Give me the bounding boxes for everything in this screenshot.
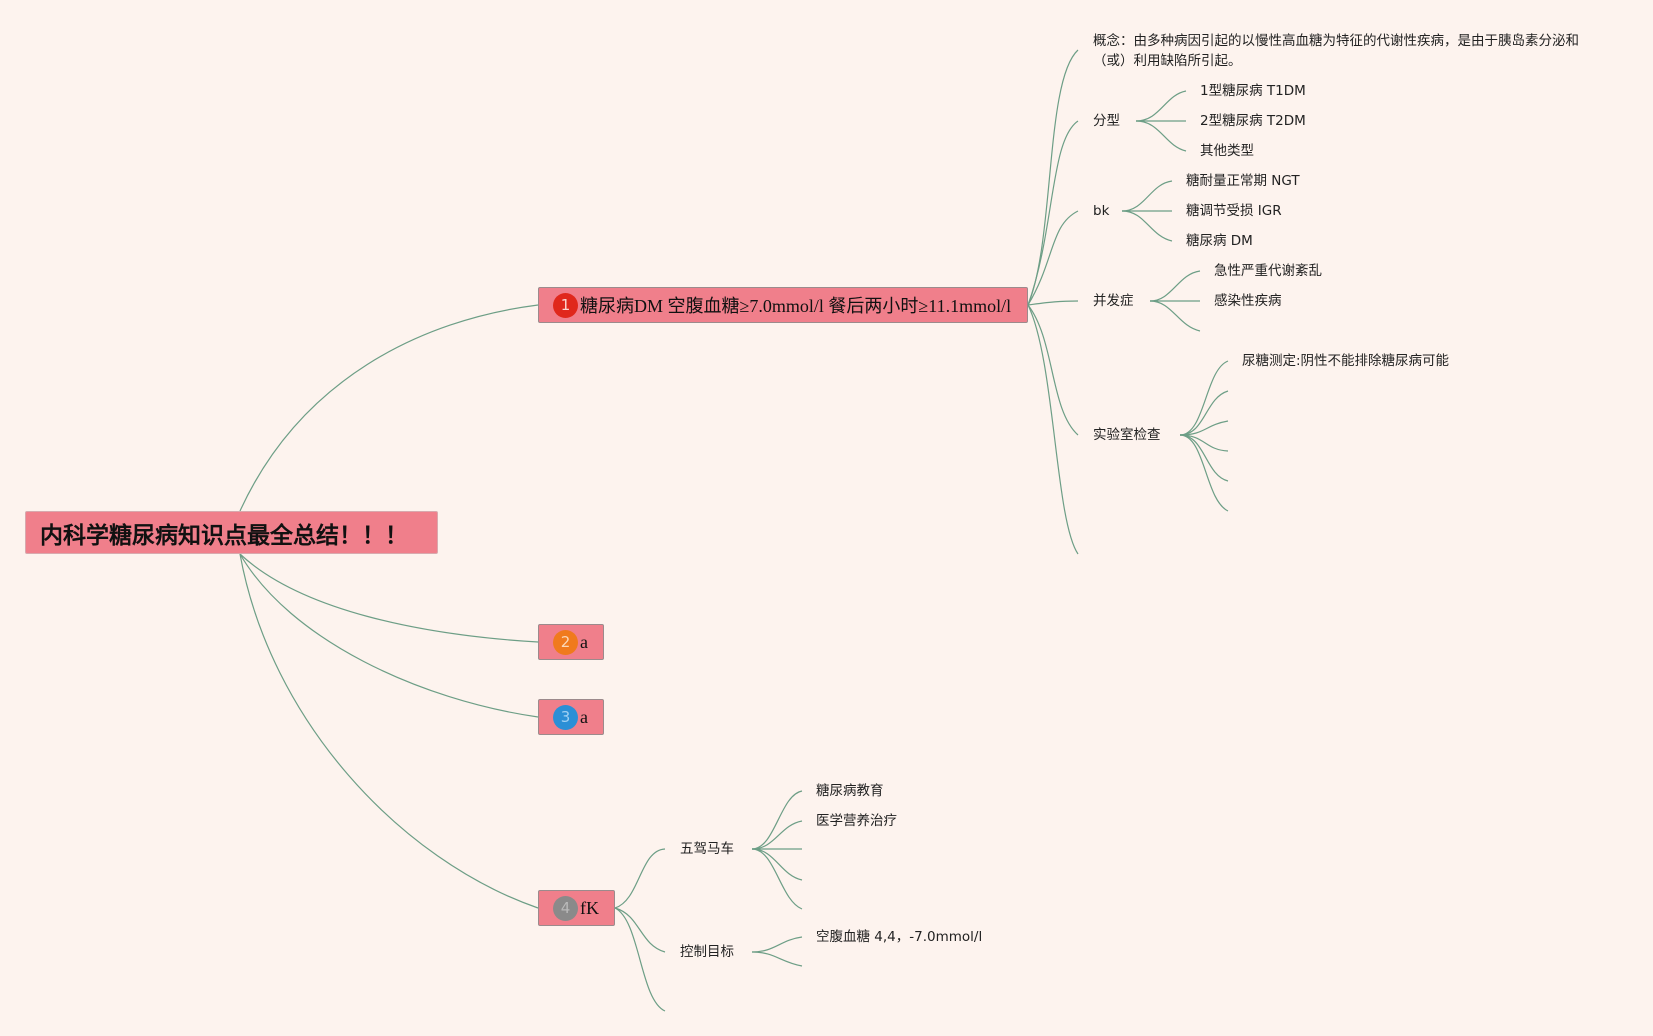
root-label: 内科学糖尿病知识点最全总结！！！ xyxy=(40,522,408,549)
branch-label: 糖尿病DM 空腹血糖≥7.0mmol/l 餐后两小时≥11.1mmol/l xyxy=(580,296,1012,316)
stages-item[interactable]: 糖耐量正常期 NGT xyxy=(1186,173,1300,189)
root-node[interactable]: 内科学糖尿病知识点最全总结！！！ xyxy=(25,511,438,554)
types-item[interactable]: 1型糖尿病 T1DM xyxy=(1200,83,1306,99)
stages-item[interactable]: 糖调节受损 IGR xyxy=(1186,203,1282,219)
branch-label: a xyxy=(580,631,588,652)
five-carriages-topic[interactable]: 五驾马车 xyxy=(680,841,734,857)
complications-topic[interactable]: 并发症 xyxy=(1093,293,1134,309)
stages-topic[interactable]: bk xyxy=(1093,203,1110,219)
branch-node-3[interactable]: 3 a xyxy=(538,699,604,735)
number-badge: 2 xyxy=(553,629,578,655)
control-target-item[interactable]: 空腹血糖 4,4，-7.0mmol/l xyxy=(816,929,983,945)
control-target-topic[interactable]: 控制目标 xyxy=(680,944,734,960)
branch-node-1[interactable]: 1 糖尿病DM 空腹血糖≥7.0mmol/l 餐后两小时≥11.1mmol/l xyxy=(538,287,1028,323)
complications-item[interactable]: 急性严重代谢紊乱 xyxy=(1214,263,1322,279)
number-badge: 1 xyxy=(553,292,578,318)
five-carriages-item[interactable]: 糖尿病教育 xyxy=(816,783,884,799)
stages-item[interactable]: 糖尿病 DM xyxy=(1186,233,1253,249)
number-badge: 3 xyxy=(553,704,578,730)
lab-topic[interactable]: 实验室检查 xyxy=(1093,427,1161,443)
branch-label: a xyxy=(580,706,588,727)
types-item[interactable]: 其他类型 xyxy=(1200,143,1254,159)
concept-topic[interactable]: 概念：由多种病因引起的以慢性高血糖为特征的代谢性疾病，是由于胰岛素分泌和（或）利… xyxy=(1093,33,1579,69)
branch-label: fK xyxy=(580,897,599,918)
complications-item[interactable]: 感染性疾病 xyxy=(1214,293,1282,309)
five-carriages-item[interactable]: 医学营养治疗 xyxy=(816,813,897,829)
types-topic[interactable]: 分型 xyxy=(1093,113,1120,129)
number-badge: 4 xyxy=(553,895,578,921)
lab-item[interactable]: 尿糖测定:阴性不能排除糖尿病可能 xyxy=(1242,353,1450,369)
types-item[interactable]: 2型糖尿病 T2DM xyxy=(1200,113,1306,129)
branch-node-2[interactable]: 2 a xyxy=(538,624,604,660)
branch-node-4[interactable]: 4 fK xyxy=(538,890,615,926)
